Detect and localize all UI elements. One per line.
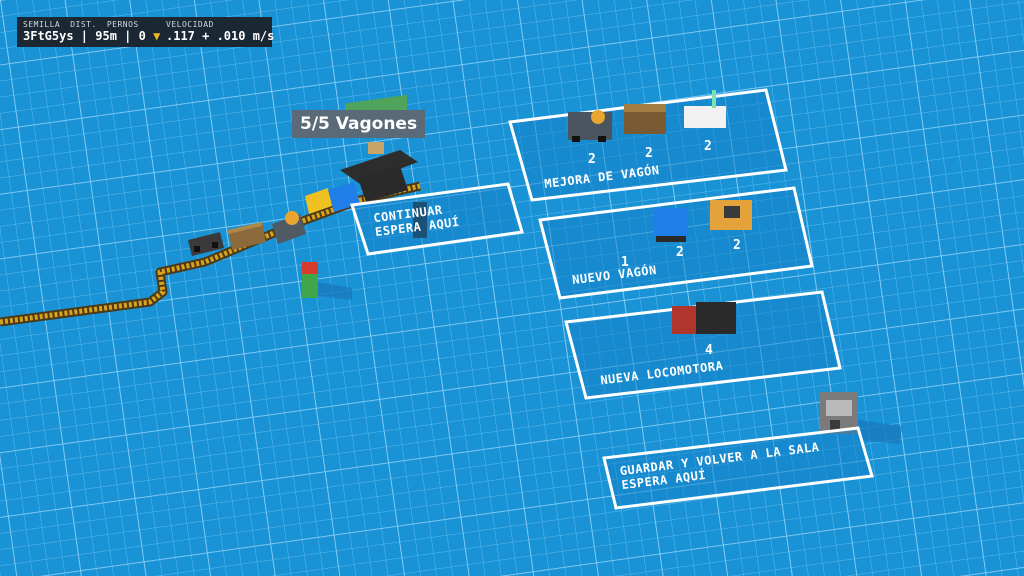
seed-label: SEMILLA <box>23 20 61 29</box>
shop-wagon-furnace <box>710 200 752 230</box>
distance-label: DIST. <box>70 20 97 29</box>
wagons-count-banner: 5/5 Vagones <box>292 110 426 138</box>
wagon-yellow <box>305 188 332 214</box>
hud-stats-panel: SEMILLA DIST. PERNOS 3FtG5ys | 95m | 0 ▼ <box>17 17 161 47</box>
wagon-crate <box>228 222 266 250</box>
bolts-label: PERNOS <box>106 20 139 29</box>
seed-value: 3FtG5ys <box>23 29 74 43</box>
shop-wagon-crate <box>624 104 666 134</box>
player-robot <box>820 392 902 444</box>
shop-wagon-blue <box>654 208 688 242</box>
new-wagon-cost-1: 1 <box>621 255 629 270</box>
new-wagon-cost-3: 2 <box>733 238 741 253</box>
distance-value: 95m <box>95 29 117 43</box>
new-wagon-cost-2: 2 <box>676 245 684 260</box>
new-locomotive-zone[interactable] <box>564 290 842 400</box>
speed-label: VELOCIDAD <box>166 20 214 29</box>
bolt-icon: ▼ <box>153 29 161 43</box>
shop-locomotive <box>672 302 736 334</box>
continue-zone[interactable] <box>350 182 524 256</box>
train <box>188 166 408 256</box>
upgrade-cost-2: 2 <box>645 146 653 161</box>
player-green <box>302 262 352 300</box>
save-exit-zone[interactable] <box>602 426 874 510</box>
wagon-cannon <box>272 211 306 244</box>
speed-value: .117 + .010 m/s <box>166 29 275 43</box>
upgrade-cost-3: 2 <box>704 139 712 154</box>
shop-wagon-white <box>684 90 726 128</box>
wagon-flatbed <box>188 232 224 256</box>
hud-speed-panel: VELOCIDAD .117 + .010 m/s <box>160 17 275 47</box>
upgrade-cost-1: 2 <box>588 152 596 167</box>
bolts-value: 0 <box>138 29 146 43</box>
new-locomotive-cost: 4 <box>705 343 713 358</box>
locomotive <box>358 166 408 202</box>
shop-wagon-cannon <box>568 110 612 142</box>
